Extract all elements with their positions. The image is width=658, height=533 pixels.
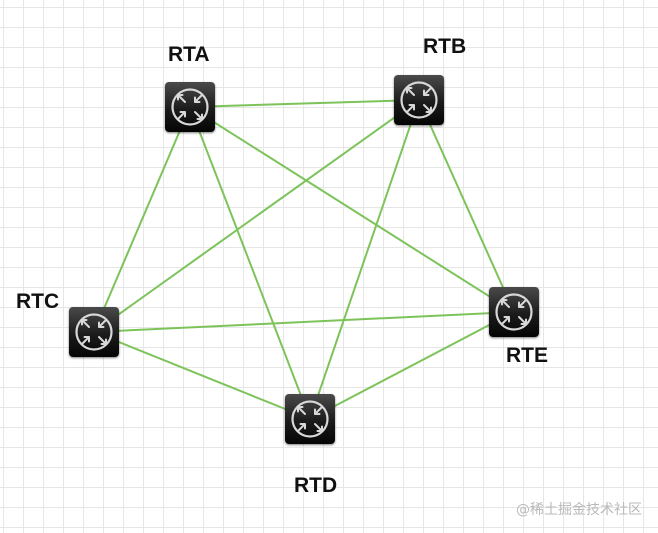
router-rte — [489, 287, 539, 337]
watermark-text: @稀土掘金技术社区 — [516, 502, 642, 518]
link-rtb-rtc — [93, 99, 420, 333]
label-rtd: RTD — [294, 474, 338, 497]
router-icon — [171, 88, 209, 126]
router-icon — [291, 400, 329, 438]
link-rtb-rte — [418, 99, 515, 313]
link-rta-rtc — [93, 106, 191, 333]
link-rta-rtb — [189, 99, 420, 108]
link-rta-rte — [189, 106, 515, 313]
link-rtb-rtd — [309, 99, 420, 420]
router-icon — [495, 293, 533, 331]
link-rtc-rtd — [93, 331, 311, 420]
router-rtd — [285, 394, 335, 444]
router-rta — [165, 82, 215, 132]
router-rtc — [69, 307, 119, 357]
link-rta-rtd — [189, 106, 311, 420]
router-rtb — [394, 75, 444, 125]
label-rtb: RTB — [423, 35, 467, 58]
link-rtd-rte — [309, 311, 515, 420]
label-rtc: RTC — [16, 290, 60, 313]
label-rte: RTE — [506, 344, 548, 367]
link-rtc-rte — [93, 311, 515, 333]
router-icon — [400, 81, 438, 119]
label-rta: RTA — [168, 43, 210, 66]
router-icon — [75, 313, 113, 351]
